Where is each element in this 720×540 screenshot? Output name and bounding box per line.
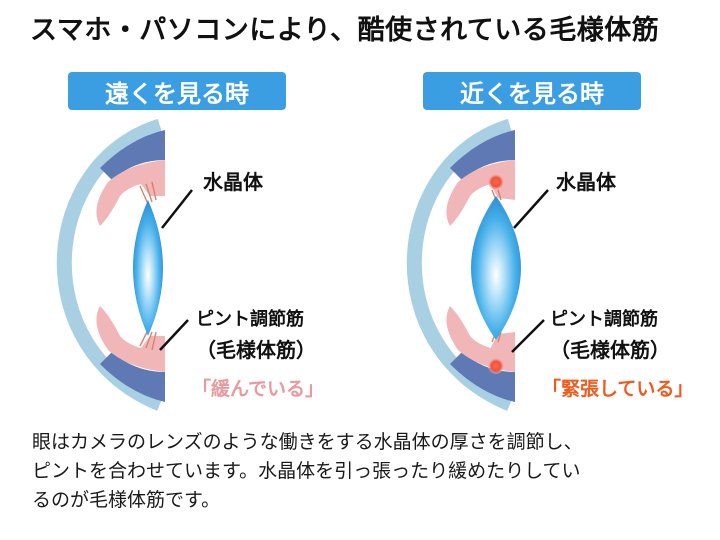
muscle-label: ピント調節筋 [196,309,304,330]
panel-distance: 遠くを見る時 水晶体 ピント調節筋 （毛様体筋） 「緩んでいる」 [20,68,350,428]
tension-dot-bottom [488,358,504,374]
eye-diagram-distance [56,118,193,411]
page-title: スマホ・パソコンにより、酷使されている毛様体筋 [30,15,660,46]
leader-line-muscle [159,319,189,351]
label-distance: 遠くを見る時 [68,72,286,110]
lens [471,196,521,340]
lens [133,200,163,336]
sclera-bottom [450,352,515,402]
sclera-top [450,130,515,180]
sclera-bottom [100,352,165,402]
muscle-sublabel: （毛様体筋） [196,338,316,362]
description: 眼はカメラのレンズのような働きをする水晶体の厚さを調節し、 ピントを合わせていま… [32,428,702,515]
panel-near: 近くを見る時 水晶体 ピント調節筋 （毛様体筋） 「緊張している」 [370,68,700,428]
state-tense: 「緊張している」 [542,378,694,400]
ciliary-body-top [138,164,165,196]
eye-diagram-near [406,118,549,411]
muscle-sublabel: （毛様体筋） [550,338,670,362]
description-line-1: 眼はカメラのレンズのような働きをする水晶体の厚さを調節し、 [32,431,583,453]
state-relaxed: 「緩んでいる」 [192,378,325,400]
description-line-3: るのが毛様体筋です。 [32,489,221,511]
leader-line-lens [513,189,549,229]
sclera-top [100,130,165,180]
leader-line-lens [161,189,193,229]
lens-label: 水晶体 [203,170,263,194]
description-line-2: ピントを合わせています。水晶体を引っ張ったり緩めたりしてい [32,460,581,482]
ciliary-body-bottom [138,336,165,368]
lens-label: 水晶体 [556,170,616,194]
label-near: 近くを見る時 [423,72,641,110]
tension-dot-top [488,174,504,190]
muscle-label: ピント調節筋 [550,309,658,330]
leader-line-muscle [511,319,545,353]
zonule-fibers-top [139,181,157,205]
